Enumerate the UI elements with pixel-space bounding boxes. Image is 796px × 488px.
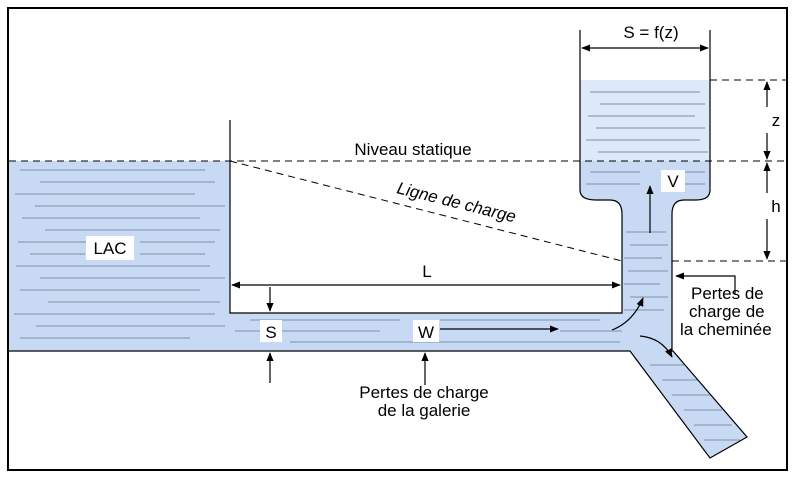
chimney-water	[622, 200, 672, 351]
chimney-speed-label: V	[667, 172, 679, 191]
frame-border	[7, 7, 788, 471]
z-height-label: z	[772, 111, 781, 130]
chimney-losses-line2: charge de	[689, 302, 765, 321]
lake-water	[9, 161, 230, 351]
gallery-section-label: S	[265, 323, 276, 342]
gallery-losses-line1: Pertes de charge	[359, 383, 488, 402]
reference-lines	[9, 30, 788, 262]
lake-label: LAC	[93, 239, 126, 258]
branch-water	[630, 351, 747, 458]
chimney-losses-line1: Pertes de	[691, 284, 764, 303]
length-label: L	[422, 262, 431, 281]
h-height-label: h	[771, 197, 780, 216]
gallery-losses-line2: de la galerie	[378, 401, 471, 420]
chimney-losses-line3: la cheminée	[680, 320, 772, 339]
static-level-label: Niveau statique	[354, 140, 471, 159]
chamber-section-label: S = f(z)	[623, 23, 678, 42]
chamber-water	[580, 80, 710, 214]
flow-speed-label: W	[418, 323, 434, 342]
